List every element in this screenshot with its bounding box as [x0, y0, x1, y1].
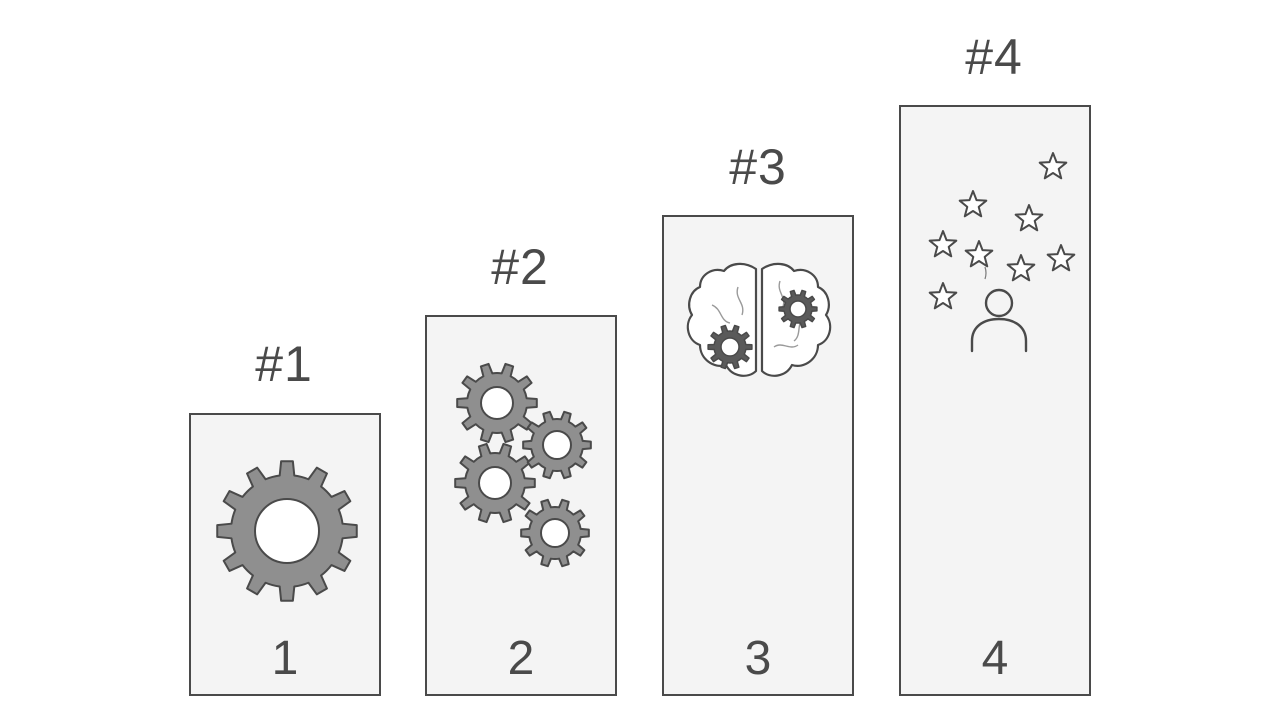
rank-label-1: #1	[255, 336, 313, 392]
star-icon	[964, 240, 994, 268]
person-with-stars-icon	[928, 152, 1076, 353]
rank-label-3: #3	[729, 139, 787, 195]
level-number-1: 1	[271, 632, 299, 685]
rank-label-4: #4	[965, 29, 1023, 85]
rank-label-2: #2	[491, 239, 549, 295]
gear-icon	[707, 324, 753, 370]
gear-icon	[454, 442, 536, 524]
level-number-2: 2	[507, 632, 535, 685]
brain-with-gears-icon	[686, 262, 832, 377]
level-box-4: 4	[899, 105, 1091, 696]
star-icon	[928, 282, 958, 310]
single-gear-icon	[216, 460, 358, 602]
level-box-1: 1	[189, 413, 381, 696]
level-number-3: 3	[744, 632, 772, 685]
star-icon	[1038, 152, 1068, 180]
star-icon	[928, 230, 958, 258]
gear-icon	[216, 460, 358, 602]
star-icon	[1006, 254, 1036, 282]
level-number-4: 4	[981, 632, 1009, 685]
gear-icon	[520, 498, 590, 568]
star-icon	[958, 190, 988, 218]
star-icon	[1046, 244, 1076, 272]
level-box-3: 3	[662, 215, 854, 696]
gear-icon	[456, 362, 538, 444]
gear-icon	[522, 410, 592, 480]
level-box-2: 2	[425, 315, 617, 696]
star-icon	[1014, 204, 1044, 232]
multiple-gears-icon	[454, 362, 592, 568]
gear-icon	[778, 289, 818, 329]
